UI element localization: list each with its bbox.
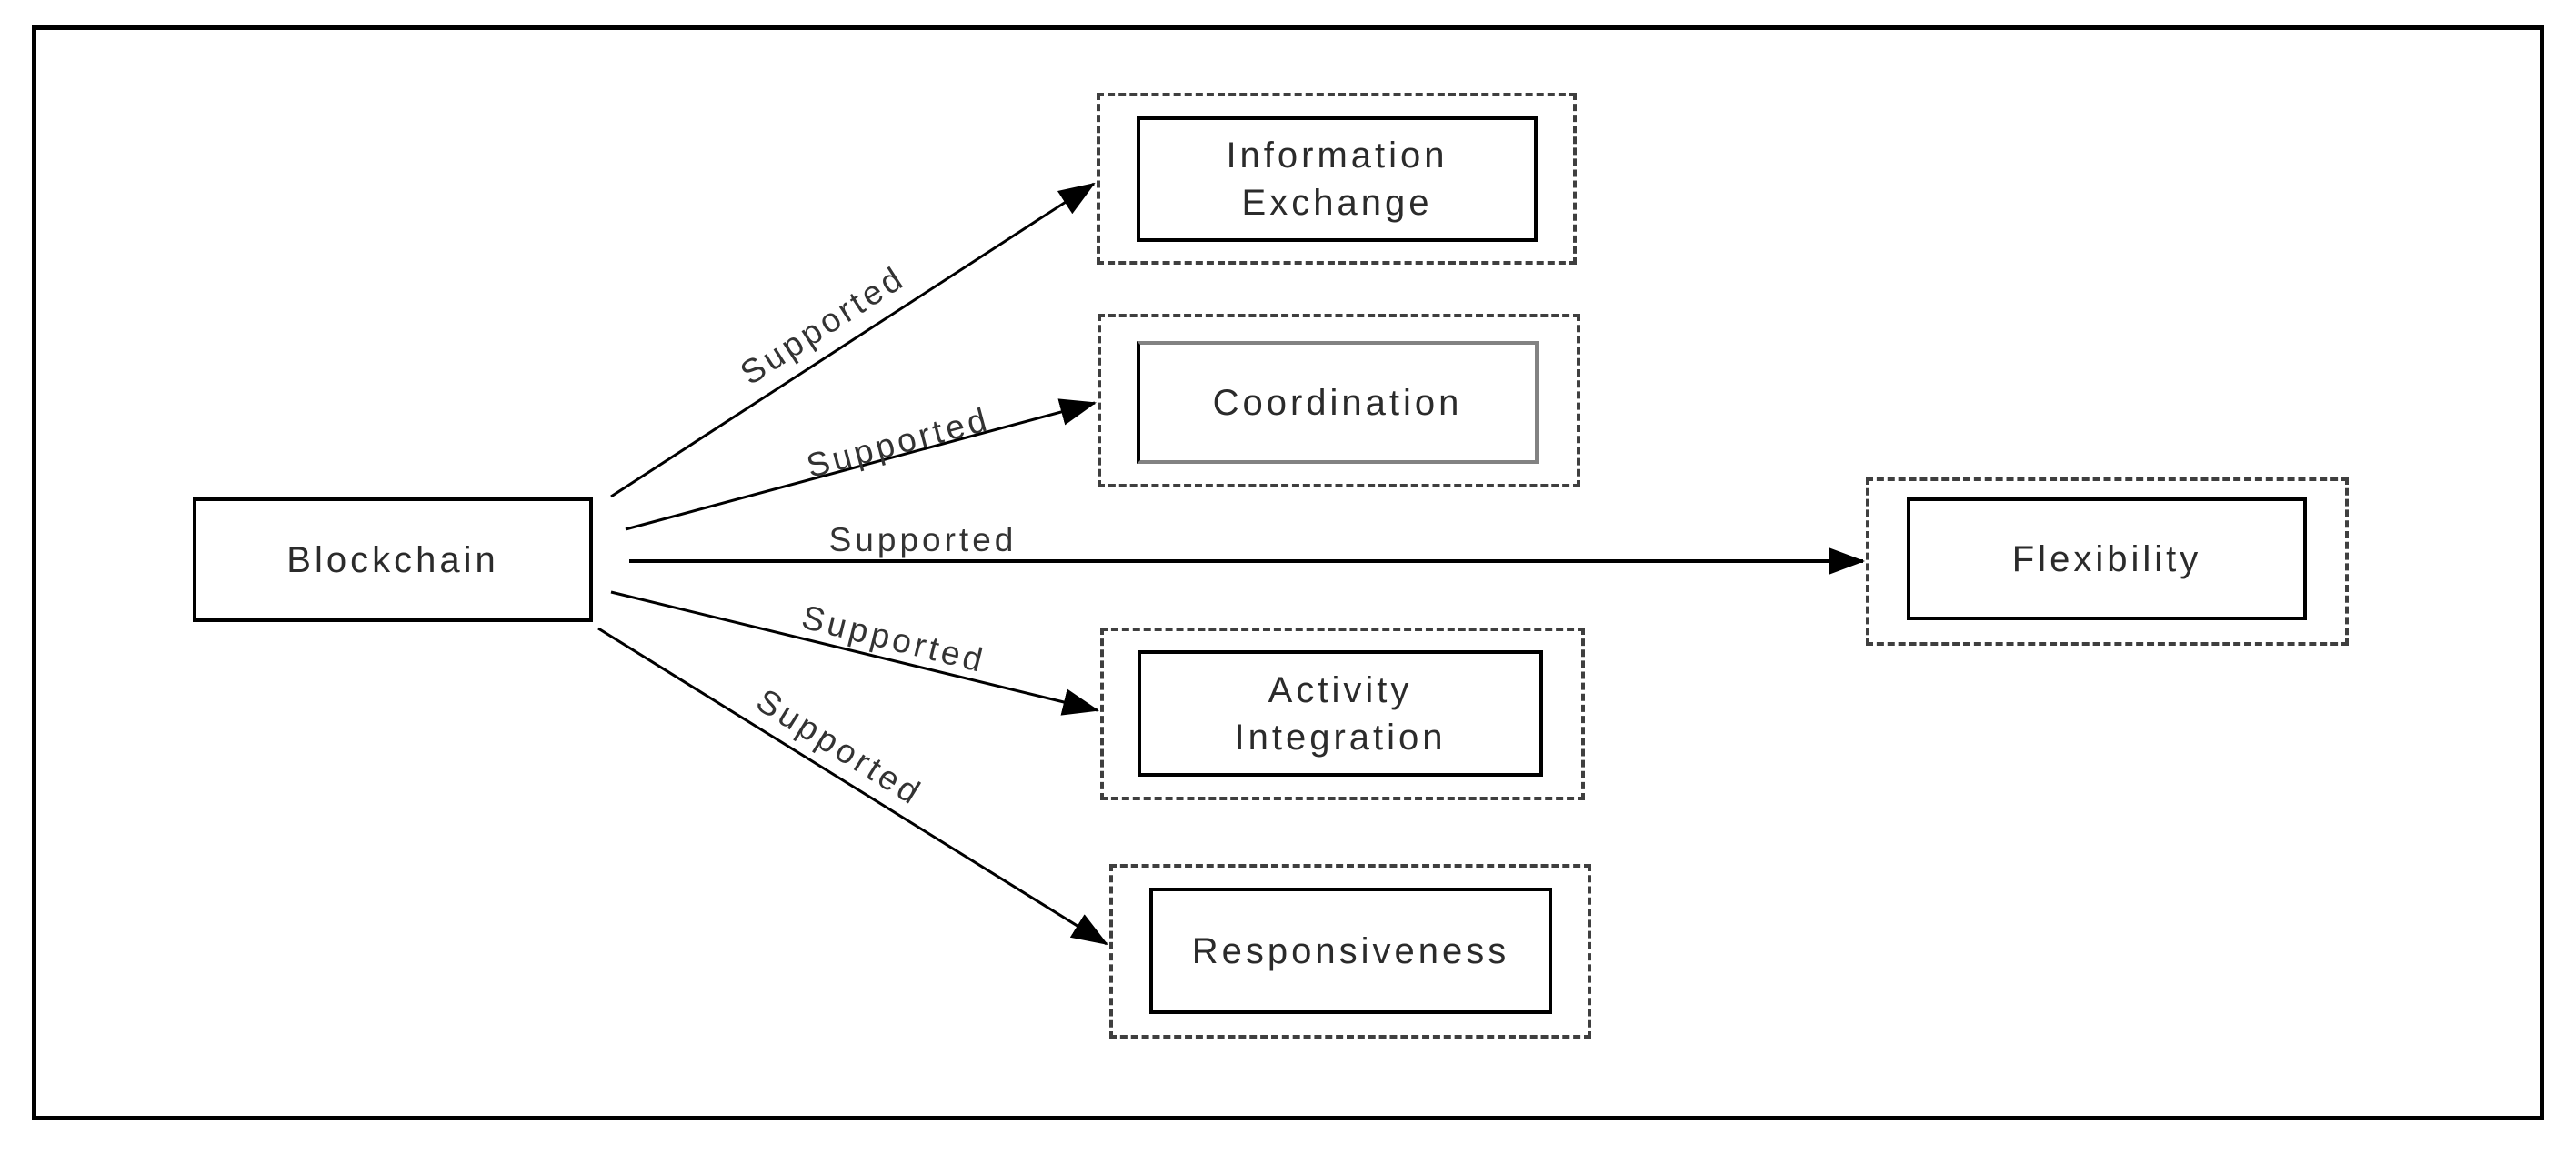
node-blockchain: Blockchain [193,497,593,622]
node-flexibility-label: Flexibility [2011,538,2202,579]
edge-arrow-blockchain-activity-integration [610,590,1099,716]
node-flexibility-dashed-border [1866,477,2349,646]
node-activity-integration: Activity Integration [1138,650,1543,777]
node-flexibility: Flexibility [1907,497,2307,620]
node-responsiveness-label: Responsiveness [1191,930,1510,971]
node-activity-integration-label: Activity Integration [1234,669,1447,758]
node-responsiveness: Responsiveness [1149,888,1552,1014]
node-blockchain-label: Blockchain [286,539,499,580]
node-information-exchange: Information Exchange [1137,116,1538,242]
edge-arrow-blockchain-coordination [625,398,1097,531]
node-responsiveness-dashed-border [1109,864,1591,1039]
node-coordination-label: Coordination [1212,382,1463,423]
node-information-exchange-dashed-border [1097,93,1577,265]
node-coordination: Coordination [1137,341,1539,464]
node-coordination-dashed-border [1098,314,1580,487]
edge-arrow-blockchain-responsiveness [597,627,1108,946]
edge-label-supported-3: Supported [828,521,1017,558]
diagram-outer-frame [32,25,2544,1120]
edge-arrow-blockchain-information-exchange [610,182,1096,498]
node-activity-integration-dashed-border [1100,628,1585,800]
node-information-exchange-label: Information Exchange [1226,136,1448,223]
